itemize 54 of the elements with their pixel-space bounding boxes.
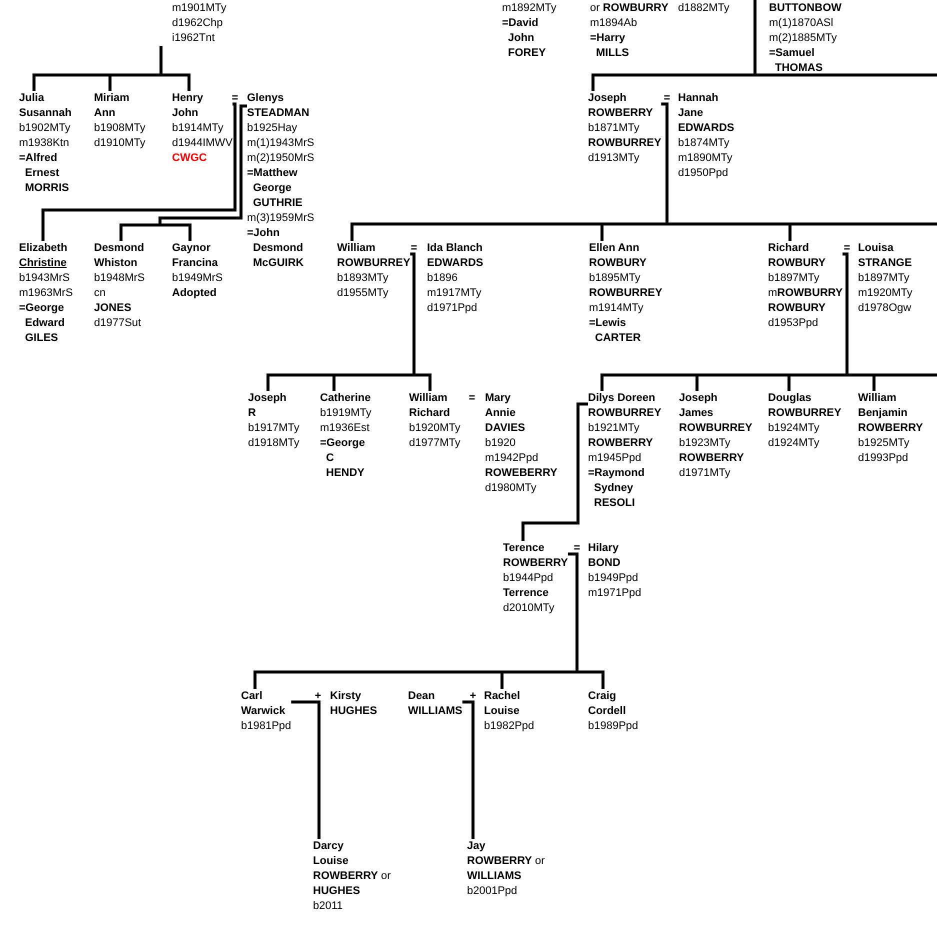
family-member-entry: d1882MTy — [678, 1, 730, 16]
union-sign: = — [230, 91, 240, 106]
descent-line — [410, 252, 432, 391]
family-member-entry: Joseph ROWBERRY b1871MTy ROWBURREY d1913MTy — [588, 91, 662, 166]
family-member-entry: Gaynor Francina b1949MrS Adopted — [172, 241, 223, 301]
family-member-entry: Terence ROWBERRY b1944Ppd Terrence d2010MTy — [503, 541, 568, 616]
family-member-entry: Douglas ROWBURREY b1924MTy d1924MTy — [768, 391, 842, 451]
family-member-entry: Henry John b1914MTy d1944IMWV CWGC — [172, 91, 233, 166]
family-member-entry: Kirsty HUGHES — [330, 689, 378, 719]
descent-line — [660, 102, 937, 242]
family-member-entry: Elizabeth Christine b1943MrS m1963MrS =George Edward GILES — [19, 241, 73, 346]
union-sign: = — [662, 91, 672, 106]
descent-line — [291, 700, 320, 839]
family-member-entry: Joseph R b1917MTy d1918MTy — [248, 391, 300, 451]
family-member-entry: Desmond Whiston b1948MrS cn JONES d1977Sut — [94, 241, 145, 331]
union-sign: = — [842, 241, 852, 256]
descent-line — [160, 46, 190, 91]
family-member-entry: Glenys STEADMAN b1925Hay m(1)1943MrS m(2)1950MrS =Matthew George GUTHRIE m(3)1959MrS =John Desmond McGUIRK — [247, 91, 314, 271]
descent-line — [42, 102, 236, 241]
family-member-entry: Ida Blanch EDWARDS b1896 m1917MTy d1971Ppd — [427, 241, 484, 316]
family-member-entry: William ROWBURREY b1893MTy d1955MTy — [337, 241, 410, 301]
descent-line — [568, 552, 604, 689]
family-member-entry: or ROWBURRY m1894Ab =Harry MILLS — [590, 1, 668, 61]
family-member-entry: Dean WILLIAMS — [408, 689, 462, 719]
family-member-entry: Mary Annie DAVIES b1920 m1942Ppd ROWEBERRY d1980MTy — [485, 391, 558, 496]
family-member-entry: Dilys Doreen ROWBURREY b1921MTy ROWBERRY m1945Ppd =Raymond Sydney RESOLI — [588, 391, 662, 511]
descent-line — [592, 0, 937, 92]
family-member-entry: Richard ROWBURY b1897MTy mROWBURRY ROWBURY d1953Ppd — [768, 241, 843, 331]
family-member-entry: Hilary BOND b1949Ppd m1971Ppd — [588, 541, 642, 601]
family-member-entry: William Benjamin ROWBERRY b1925MTy d1993Ppd — [858, 391, 923, 466]
family-member-entry: Joseph James ROWBURREY b1923MTy ROWBERRY d1971MTy — [679, 391, 752, 481]
family-member-entry: Catherine b1919MTy m1936Est =George C HENDY — [320, 391, 372, 481]
family-member-entry: m1892MTy =David John FOREY — [502, 1, 556, 61]
family-member-entry: BUTTONBOW m(1)1870ASl m(2)1885MTy =Samuel THOMAS — [769, 1, 842, 76]
descent-line — [462, 700, 474, 839]
union-sign: + — [314, 689, 322, 704]
family-member-entry: Rachel Louise b1982Ppd — [484, 689, 534, 734]
family-member-entry: Craig Cordell b1989Ppd — [588, 689, 638, 734]
family-member-entry: Julia Susannah b1902MTy m1938Ktn =Alfred Ernest MORRIS — [19, 91, 72, 196]
family-member-entry: Hannah Jane EDWARDS b1874MTy m1890MTy d1950Ppd — [678, 91, 734, 181]
family-member-entry: Darcy Louise ROWBERRY or HUGHES b2011 — [313, 839, 391, 914]
union-sign: = — [468, 391, 476, 406]
descent-line — [522, 402, 588, 541]
family-member-entry: Miriam Ann b1908MTy d1910MTy — [94, 91, 146, 151]
family-member-entry: Ellen Ann ROWBURY b1895MTy ROWBURREY m1914MTy =Lewis CARTER — [589, 241, 662, 346]
family-member-entry: Louisa STRANGE b1897MTy m1920MTy d1978Ogw — [858, 241, 912, 316]
union-sign: = — [410, 241, 418, 256]
family-member-entry: William Richard b1920MTy d1977MTy — [409, 391, 460, 451]
family-member-entry: Jay ROWBERRY or WILLIAMS b2001Ppd — [467, 839, 545, 899]
union-sign: + — [468, 689, 478, 704]
family-member-entry: m1901MTy d1962Chp i1962Tnt — [160, 1, 226, 46]
family-member-entry: Carl Warwick b1981Ppd — [241, 689, 292, 734]
union-sign: = — [572, 541, 582, 556]
descent-line — [841, 252, 937, 392]
